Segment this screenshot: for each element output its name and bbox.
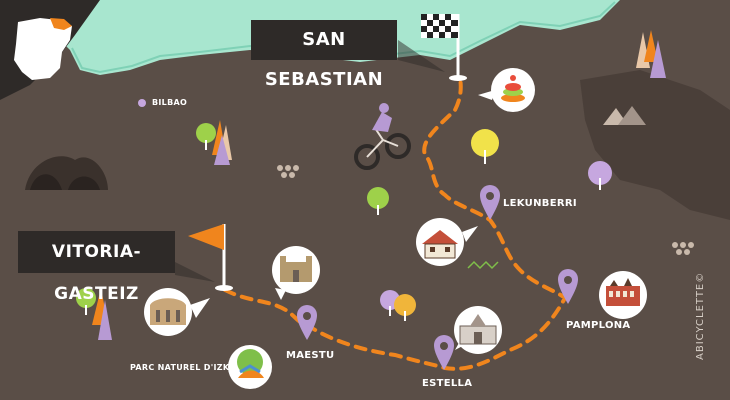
callout-castle-icon[interactable] [272,246,320,300]
pin-pamplona[interactable] [558,269,578,304]
finish-flag [398,14,467,81]
callout-cathedral-icon[interactable] [144,288,210,336]
grass-zigzag [467,260,499,270]
callout-farmhouse-icon[interactable] [416,218,478,266]
dot-bilbao [138,99,146,107]
end-city-banner: SAN SEBASTIAN [251,20,397,90]
callout-food-icon[interactable] [478,68,535,112]
pin-estella[interactable] [434,335,454,370]
callout-town-house-icon[interactable] [599,271,647,319]
small-mountains [603,106,646,125]
label-estella: ESTELLA [422,378,473,389]
start-city-banner: VITORIA-GASTEIZ [18,231,175,304]
label-pamplona: PAMPLONA [566,320,631,331]
credit-text: ABICYCLETTE© [695,271,706,360]
label-lekunberri: LEKUNBERRI [503,198,577,209]
cyclist [354,103,411,170]
trees-left [196,120,232,165]
pin-lekunberri[interactable] [480,185,500,220]
trees-lower-left [76,288,112,340]
rock-cluster-1 [277,165,299,178]
rock-cluster-2 [672,242,694,255]
tree-center-green [367,187,389,215]
start-flag [175,224,233,291]
tree-purple-right [588,161,612,190]
end-city-label: SAN SEBASTIAN [264,29,384,90]
bike-route [223,76,568,371]
label-bilbao: BILBAO [152,98,188,107]
label-maestu: MAESTU [286,350,335,361]
label-parc: PARC NATUREL D'IZKI [130,363,233,372]
spain-shape [14,18,72,80]
trees-top-right [636,30,666,78]
mountain-shadow [580,70,730,220]
start-city-label: VITORIA-GASTEIZ [51,242,142,304]
callout-park-icon[interactable] [228,345,272,389]
trees-middle [380,290,416,321]
tree-yellow [471,129,499,164]
region-highlight [50,18,72,30]
pin-maestu[interactable] [297,305,317,340]
hills [25,156,108,190]
callout-monastery-icon[interactable] [454,306,502,354]
